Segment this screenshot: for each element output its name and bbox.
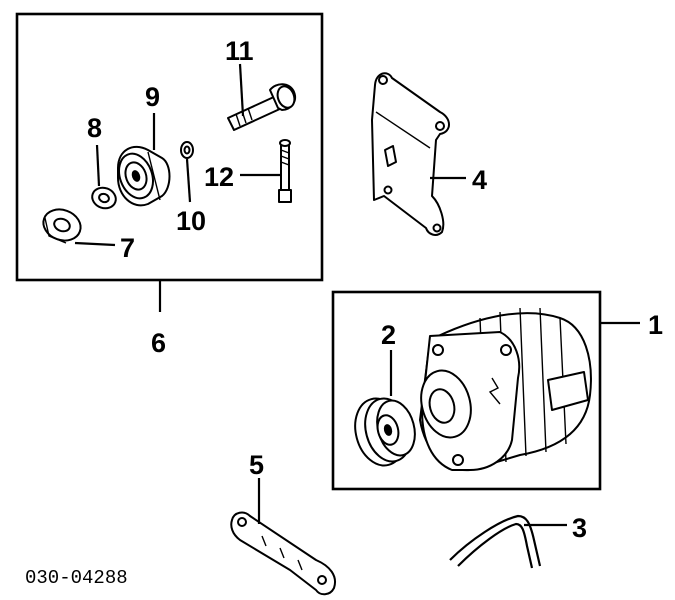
callout-2: 2 — [381, 320, 396, 350]
alternator-box-frame — [331, 290, 602, 491]
long-bolt-part-12 — [278, 139, 292, 203]
bolt-part-11 — [227, 83, 296, 131]
alternator-body — [419, 307, 592, 472]
callout-11: 11 — [225, 36, 254, 66]
kit-box-frame — [15, 12, 324, 282]
nut-part-10 — [180, 141, 194, 159]
bracket-part-4 — [371, 72, 450, 236]
brace-part-5 — [230, 511, 336, 596]
washer-part-7 — [42, 208, 82, 244]
callout-12: 12 — [204, 162, 234, 192]
callout-9: 9 — [145, 82, 160, 112]
callout-7: 7 — [120, 233, 135, 263]
callout-8: 8 — [87, 113, 102, 143]
callout-10: 10 — [176, 206, 206, 236]
callout-5: 5 — [249, 450, 264, 480]
callout-3: 3 — [572, 513, 587, 543]
belt-part-3 — [449, 514, 542, 569]
pulley-part-2 — [354, 397, 416, 467]
callout-4: 4 — [472, 165, 487, 195]
diagram-code: 030-04288 — [25, 567, 128, 589]
idler-pulley-part-9 — [117, 145, 171, 207]
callout-6: 6 — [151, 328, 166, 358]
callout-1: 1 — [648, 310, 663, 340]
washer-part-8 — [91, 186, 117, 210]
